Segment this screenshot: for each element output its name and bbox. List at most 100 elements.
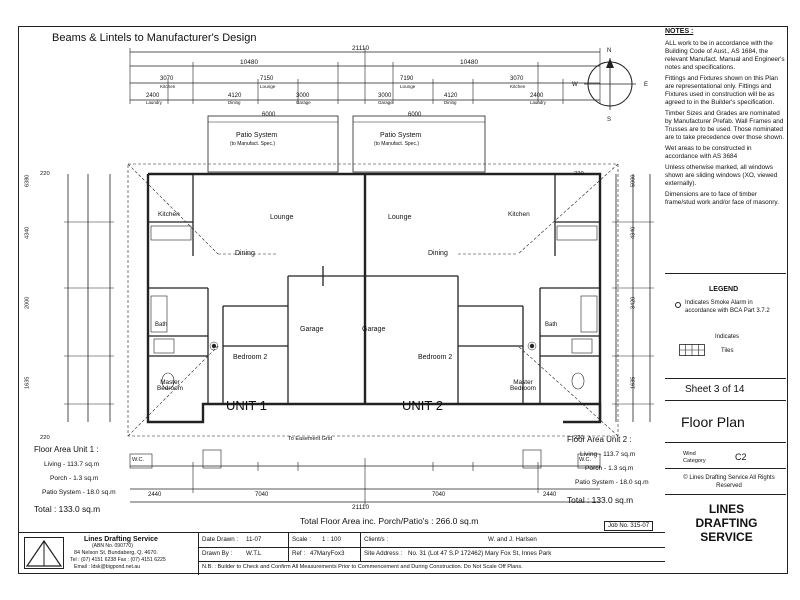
- company-logo-icon: [24, 537, 64, 569]
- to-easement-grid-label: To Easement Grid: [288, 436, 333, 442]
- room-bath-left: Bath: [155, 322, 168, 328]
- unit-2-label: UNIT 2: [402, 398, 443, 413]
- top-sub-label-1: Laundry: [146, 100, 162, 105]
- top-dim-kitchen-left: 3070: [160, 76, 174, 82]
- plan-title: Floor Plan: [681, 414, 745, 430]
- room-bedroom2-left: Bedroom 2: [233, 354, 268, 361]
- note-item: Wet areas to be constructed in accordanc…: [665, 144, 752, 160]
- room-kitchen-left: Kitchen: [158, 211, 180, 218]
- room-dining-right: Dining: [428, 250, 448, 257]
- dim-220-right-top: 220: [574, 171, 584, 177]
- left-vertical-dim-3: 2000: [24, 296, 31, 310]
- top-sub-dim-1: 2400: [146, 93, 160, 99]
- sheet-number-box: Sheet 3 of 14: [665, 378, 786, 401]
- top-sub-label-6: Laundry: [530, 100, 546, 105]
- top-dim-kitchen-right: 3070: [510, 76, 524, 82]
- site-address-label: Site Address :: [364, 550, 403, 557]
- floor-area-unit1-living: Living - 113.7 sq.m: [44, 461, 100, 468]
- bottom-dim-2: 7040: [255, 492, 269, 498]
- bottom-dim-4: 2440: [543, 492, 557, 498]
- legend-indicates: Indicates: [715, 334, 740, 340]
- floor-area-unit1-title: Floor Area Unit 1 :: [34, 445, 99, 454]
- scale-label: Scale :: [292, 536, 311, 543]
- wind-category-label: Wind Category: [683, 451, 706, 464]
- room-master-bedroom-right: Master Bedroom: [510, 379, 536, 393]
- company-address: 84 Nelson St, Bundaberg, Q. 4670.: [74, 550, 158, 556]
- room-wc-right: W.C.: [579, 457, 592, 463]
- right-vertical-dim-1: 5000: [630, 174, 637, 188]
- dim-220-left-top: 220: [40, 171, 50, 177]
- drawn-by-label: Drawn By :: [202, 550, 233, 557]
- top-sub-label-4: Garage: [378, 100, 393, 105]
- company-name: Lines Drafting Service: [84, 536, 158, 543]
- note-item: Timber Sizes and Grades are nominated by…: [665, 109, 785, 141]
- left-vertical-dim-4: 1635: [24, 376, 31, 390]
- patio-note-left: (to Manufact. Spec.): [230, 141, 276, 147]
- ref-label: Ref :: [292, 550, 306, 557]
- ref-value: 47MaryFox3: [310, 550, 345, 557]
- legend-title: LEGEND: [709, 286, 739, 293]
- patio-system-left: Patio System: [236, 132, 278, 139]
- company-email: Email : ldsk@bigpond.net.au: [74, 564, 141, 570]
- compass-north: N: [607, 48, 612, 54]
- top-sub-label-5: Dining: [444, 100, 457, 105]
- copyright-box: © Lines Drafting Service All Rights Rese…: [665, 468, 786, 495]
- smoke-alarm-icon: [675, 302, 681, 308]
- top-dim-lounge-right: 7190: [400, 76, 414, 82]
- top-sub-label-2: Dining: [228, 100, 241, 105]
- left-vertical-dim-2: 4340: [24, 226, 31, 240]
- dim-220-right-bottom: 220: [574, 435, 584, 441]
- notes-panel: NOTES : ALL work to be in accordance wit…: [665, 28, 786, 269]
- floor-area-unit2-living: Living - 113.7 sq.m: [580, 451, 636, 458]
- floor-area-unit2-porch: Porch - 1.3 sq.m: [585, 465, 634, 472]
- tiles-hatch-icon: [679, 344, 705, 356]
- brand-box: LINES DRAFTING SERVICE: [665, 494, 786, 544]
- patio-system-right: Patio System: [380, 132, 422, 139]
- site-address-value: No. 31 (Lot 47 S.P 172462) Mary Fox St, …: [408, 550, 552, 557]
- top-label-lounge-left: Lounge: [260, 84, 276, 89]
- top-sub-label-3: Garage: [296, 100, 311, 105]
- top-sub-dim-3: 3000: [296, 93, 310, 99]
- title-block: Lines Drafting Service (ABN No. 090770) …: [18, 532, 665, 575]
- job-number: Job No. 315-07: [604, 521, 654, 531]
- note-item: ALL work to be in accordance with the Bu…: [665, 39, 785, 71]
- right-vertical-dim-4: 1635: [630, 376, 637, 390]
- room-bath-right: Bath: [545, 322, 558, 328]
- floor-area-unit2-patio: Patio System - 18.0 sq.m: [575, 479, 649, 486]
- beams-lintels-heading: Beams & Lintels to Manufacturer's Design: [52, 32, 257, 44]
- client-label: Client/s :: [364, 536, 389, 543]
- right-vertical-dim-2: 4340: [630, 226, 637, 240]
- floor-area-unit2-total: Total : 133.0 sq.m: [567, 495, 634, 505]
- top-sub-dim-6: 2400: [530, 93, 544, 99]
- room-lounge-right: Lounge: [388, 214, 412, 221]
- note-item: Fittings and Fixtures shown on this Plan…: [665, 74, 778, 106]
- floor-area-unit1-patio: Patio System - 18.0 sq.m: [42, 489, 116, 496]
- room-garage-right: Garage: [362, 326, 386, 333]
- top-sub-dim-5: 4120: [444, 93, 458, 99]
- compass-east: E: [644, 82, 649, 88]
- floor-area-unit1-total: Total : 133.0 sq.m: [34, 504, 101, 514]
- plan-title-box: Floor Plan: [665, 400, 786, 443]
- unit-1-label: UNIT 1: [226, 398, 267, 413]
- client-value: W. and J. Harlsen: [488, 536, 537, 543]
- patio-dim-left: 6000: [262, 112, 276, 118]
- wind-category-value: C2: [735, 452, 747, 462]
- dim-220-left-bottom: 220: [40, 435, 50, 441]
- company-abn: (ABN No. 090770): [92, 543, 133, 549]
- room-garage-left: Garage: [300, 326, 324, 333]
- compass-rose-icon: [584, 58, 636, 110]
- floor-area-unit1-porch: Porch - 1.3 sq.m: [50, 475, 99, 482]
- floor-area-unit2-title: Floor Area Unit 2 :: [567, 435, 632, 444]
- date-drawn-value: 11-07: [246, 536, 262, 543]
- top-label-kitchen-right: Kitchen: [510, 84, 526, 89]
- compass-west: W: [572, 82, 578, 88]
- room-lounge-left: Lounge: [270, 214, 294, 221]
- builder-note: N.B. : Builder to Check and Confirm All …: [202, 564, 523, 570]
- legend-smoke-alarm: Indicates Smoke Alarm in accordance with…: [685, 300, 770, 314]
- top-label-kitchen-left: Kitchen: [160, 84, 176, 89]
- top-dim-lounge-left: 7150: [260, 76, 274, 82]
- top-sub-dim-4: 3000: [378, 93, 392, 99]
- legend-tiles: Tiles: [721, 348, 734, 354]
- note-item: Unless otherwise marked, all windows sho…: [665, 163, 778, 187]
- note-item: Dimensions are to face of timber frame/s…: [665, 190, 779, 206]
